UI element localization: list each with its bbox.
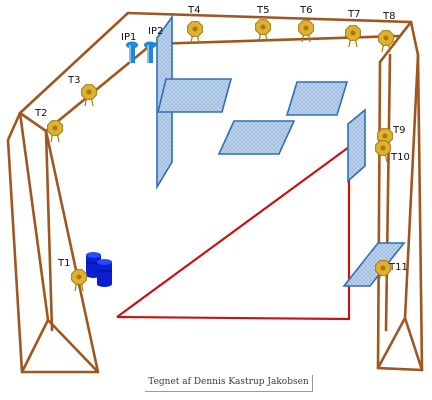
label-t10: T10 [390,152,410,163]
panel-floor-1 [156,78,233,113]
label-t5: T5 [256,5,269,16]
labels-layer: IP1 IP2 T1 T2 T3 T4 T5 T6 T7 T8 T9 T10 T… [34,5,410,273]
label-t4: T4 [187,5,200,16]
target-t6 [298,20,314,43]
label-t11: T11 [388,262,408,273]
target-t3 [81,84,97,107]
hatched-panels [156,14,406,287]
wooden-frame [6,11,424,374]
caption-text: Tegnet af Dennis Kastrup Jakobsen [148,377,309,387]
target-t5 [255,19,271,42]
caption-box: Tegnet af Dennis Kastrup Jakobsen [145,375,313,392]
barrel-group [86,252,112,287]
label-ip2: IP2 [148,26,163,37]
targets-layer [47,19,394,292]
label-t2: T2 [34,108,47,119]
panel-floor-2 [285,81,349,116]
label-t9: T9 [392,125,405,136]
label-t6: T6 [299,5,312,16]
barrel-front [97,259,112,287]
target-t1 [71,269,87,292]
target-t7 [345,25,361,48]
label-ip1: IP1 [121,32,136,43]
target-t4 [187,21,203,44]
panel-floor-4 [342,242,406,287]
ip-marker-1 [126,41,138,63]
target-t11 [375,260,391,283]
label-t8: T8 [382,11,395,22]
panel-floor-3 [217,120,296,155]
ip-marker-2 [144,41,156,63]
red-path-triangle [116,144,351,321]
panel-wall-right [347,108,366,183]
label-t7: T7 [347,9,360,20]
label-t3: T3 [67,75,80,86]
target-t8 [378,30,394,53]
label-t1: T1 [57,258,70,269]
target-t2 [47,120,63,143]
target-t10 [375,140,391,163]
